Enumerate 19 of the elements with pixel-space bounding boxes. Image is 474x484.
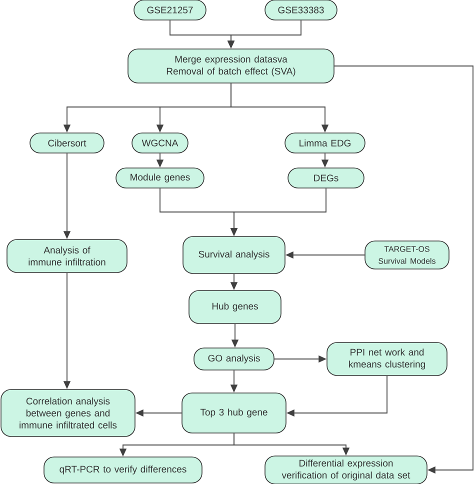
process-box: Analysis of immune infiltration [6,239,128,273]
process-box: Top 3 hub gene [182,392,286,434]
process-box: GSE33383 [264,0,338,20]
process-box: Correlation analysis between genes and immune infiltrated cells [0,389,136,437]
process-box: Merge expression datasva Removal of batch effect (SVA) [128,48,334,84]
arrow [334,66,474,474]
process-box: GSE21257 [134,0,206,20]
process-box: GO analysis [194,348,274,370]
process-box: Module genes [116,168,204,188]
process-box: PPI net work and kmeans clustering [326,342,448,376]
process-box: DEGs [288,168,364,188]
process-box: Differential expression verification of original data set [264,456,428,484]
process-box: TARGET-OS Survival Models [364,240,450,270]
process-box: Survival analysis [182,236,286,274]
process-box: WGCNA [132,132,188,154]
process-box: qRT-PCR to verify differences [44,456,202,484]
process-box: Cibersort [30,132,104,154]
process-box: Limma EDG [284,132,366,154]
process-box: Hub genes [188,290,282,324]
